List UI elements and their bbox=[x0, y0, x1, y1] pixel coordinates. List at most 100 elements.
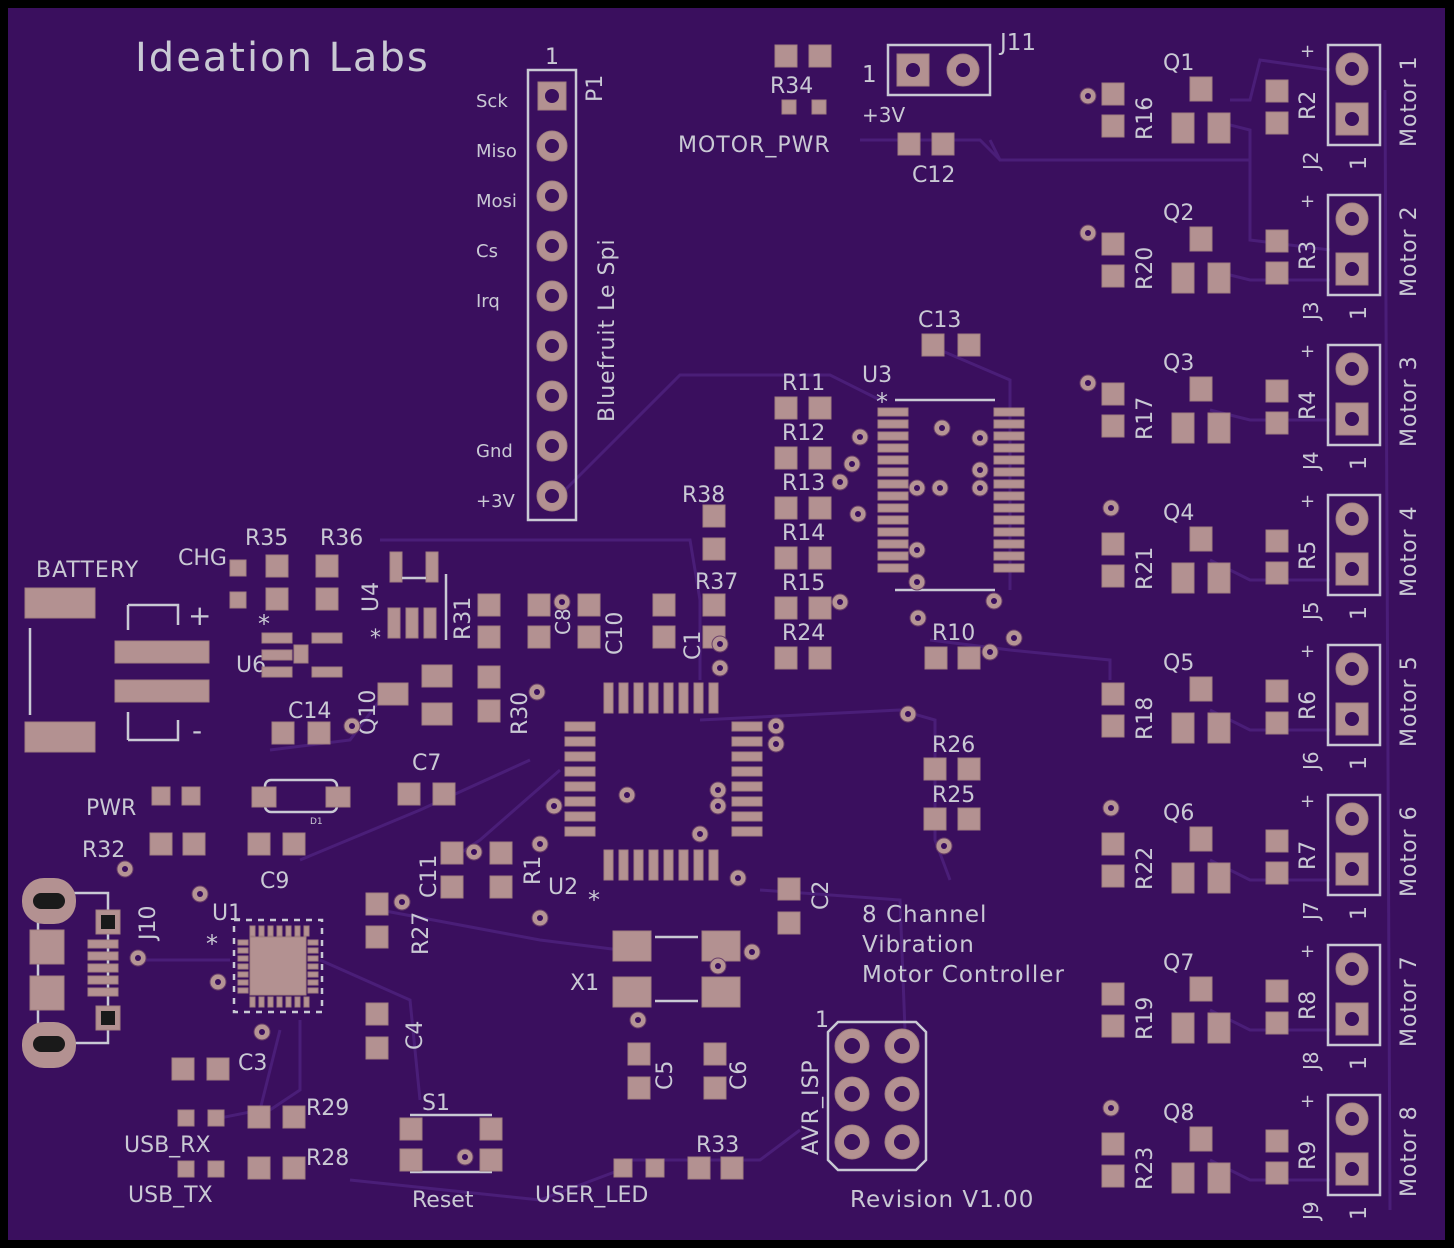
x1-pad-3 bbox=[612, 976, 652, 1008]
u3-pin-right bbox=[993, 551, 1025, 561]
motor-pin-minus-hole bbox=[1345, 712, 1359, 726]
resistor-pad-a bbox=[774, 646, 798, 670]
r30-ref: R30 bbox=[508, 692, 533, 735]
via-hole bbox=[977, 467, 983, 473]
u4-pin1-star: * bbox=[370, 626, 381, 651]
via-hole bbox=[1085, 380, 1091, 386]
q10-pad-c bbox=[421, 702, 453, 726]
c3-ref: C3 bbox=[238, 1051, 267, 1076]
motor-plus-label: + bbox=[1300, 791, 1315, 812]
p1-pin-label-cs: Cs bbox=[476, 241, 498, 262]
motor-q-ref: Q6 bbox=[1163, 801, 1194, 826]
motor-r-gate-pad-b bbox=[1101, 414, 1125, 438]
r34-pad-a bbox=[774, 44, 798, 68]
motor-pin-plus-hole bbox=[1345, 1112, 1359, 1126]
u1-pin-left bbox=[237, 971, 249, 978]
u1-ref: U1 bbox=[212, 901, 242, 926]
r25-ref: R25 bbox=[932, 783, 975, 808]
d1-ref: D1 bbox=[310, 817, 323, 827]
r34-pad-b bbox=[808, 44, 832, 68]
u3-pin-right bbox=[993, 503, 1025, 513]
u2-pin-top bbox=[708, 682, 719, 714]
resistor-pad-b bbox=[808, 446, 832, 470]
c2-ref: C2 bbox=[809, 881, 834, 910]
motor-r-led-pad-a bbox=[1265, 79, 1289, 103]
motor-pin-minus-hole bbox=[1345, 262, 1359, 276]
r24-ref: R24 bbox=[782, 621, 825, 646]
c14-pad-b bbox=[307, 721, 331, 745]
c6-pad-a bbox=[703, 1042, 727, 1066]
j10-mount-top-slot bbox=[33, 893, 65, 909]
motor-name-label: Motor 3 bbox=[1397, 355, 1422, 447]
r26-pad-a bbox=[923, 757, 947, 781]
u3-pin-left bbox=[877, 515, 909, 525]
via-hole bbox=[697, 831, 703, 837]
usb-rx-label: USB_RX bbox=[124, 1133, 211, 1158]
motor-q-pad-source bbox=[1171, 562, 1195, 594]
x1-outline bbox=[655, 935, 698, 1003]
u6-pad-2 bbox=[261, 649, 293, 661]
board-substrate bbox=[8, 8, 1445, 1240]
u1-pin-bottom bbox=[267, 996, 274, 1008]
r27-pad-a bbox=[365, 892, 389, 916]
r33-ref: R33 bbox=[696, 1133, 739, 1158]
motor-r-led-pad-a bbox=[1265, 529, 1289, 553]
r14-ref: R14 bbox=[782, 521, 825, 546]
u1-pin-top bbox=[276, 925, 283, 937]
u3-pin-right bbox=[993, 563, 1025, 573]
r34-small-b bbox=[811, 99, 827, 115]
motor-name-label: Motor 5 bbox=[1397, 655, 1422, 747]
p1-pin-label-miso: Miso bbox=[476, 141, 517, 162]
motor-pin1-label: 1 bbox=[1347, 606, 1372, 620]
s1-pad-1 bbox=[399, 1117, 423, 1141]
crystal-x1: X1 bbox=[570, 930, 741, 1008]
c1-ref: C1 bbox=[681, 631, 706, 660]
via-hole bbox=[915, 615, 921, 621]
q10-pad-b bbox=[421, 664, 453, 688]
r28-pad-a bbox=[247, 1156, 271, 1180]
u2-pin-right bbox=[731, 766, 763, 777]
r34-ref: R34 bbox=[770, 74, 813, 99]
c1-pad-b bbox=[652, 625, 676, 649]
battery-outline-top bbox=[128, 603, 180, 625]
c8-pad-a bbox=[527, 593, 551, 617]
u1-pin-top bbox=[294, 925, 301, 937]
motor-r-led-pad-a bbox=[1265, 979, 1289, 1003]
u6-ref: U6 bbox=[236, 653, 266, 678]
via-hole bbox=[941, 843, 947, 849]
c12-pad-b bbox=[931, 132, 955, 156]
r31-pad-b bbox=[477, 625, 501, 649]
motor-q-pad-gate bbox=[1189, 76, 1213, 102]
r30-pad-a bbox=[477, 665, 501, 689]
user-led-pad-b bbox=[645, 1158, 665, 1178]
u1-pin-left bbox=[237, 987, 249, 994]
motor-r-led-ref: R6 bbox=[1296, 691, 1321, 720]
motor-r-led-ref: R4 bbox=[1296, 391, 1321, 420]
u3-pin-right bbox=[993, 419, 1025, 429]
u6-pad-4 bbox=[311, 632, 343, 644]
user-led-pad-a bbox=[613, 1158, 633, 1178]
u1-pin-right bbox=[307, 963, 319, 970]
header-p1-pin-hole bbox=[545, 289, 559, 303]
r31-ref: R31 bbox=[451, 597, 476, 640]
u3-pin-left bbox=[877, 539, 909, 549]
motor-r-led-pad-b bbox=[1265, 1011, 1289, 1035]
u2-pin-right bbox=[731, 736, 763, 747]
battery-pad-plus bbox=[114, 640, 210, 664]
x1-ref: X1 bbox=[570, 971, 599, 996]
u2-pin-top bbox=[603, 682, 614, 714]
motor-connector-outline bbox=[1326, 493, 1382, 597]
j10-pin-1 bbox=[87, 939, 119, 949]
user-led-label: USER_LED bbox=[535, 1183, 648, 1208]
motor-r-led-ref: R3 bbox=[1296, 241, 1321, 270]
u2-pin-bottom bbox=[693, 849, 704, 881]
via-hole bbox=[349, 723, 355, 729]
header-p1-pin-hole bbox=[545, 89, 559, 103]
motor-r-gate-pad-a bbox=[1101, 532, 1125, 556]
u2-pin-top bbox=[693, 682, 704, 714]
u2-pin1-star: * bbox=[588, 886, 600, 914]
resistor-pad-b bbox=[808, 496, 832, 520]
